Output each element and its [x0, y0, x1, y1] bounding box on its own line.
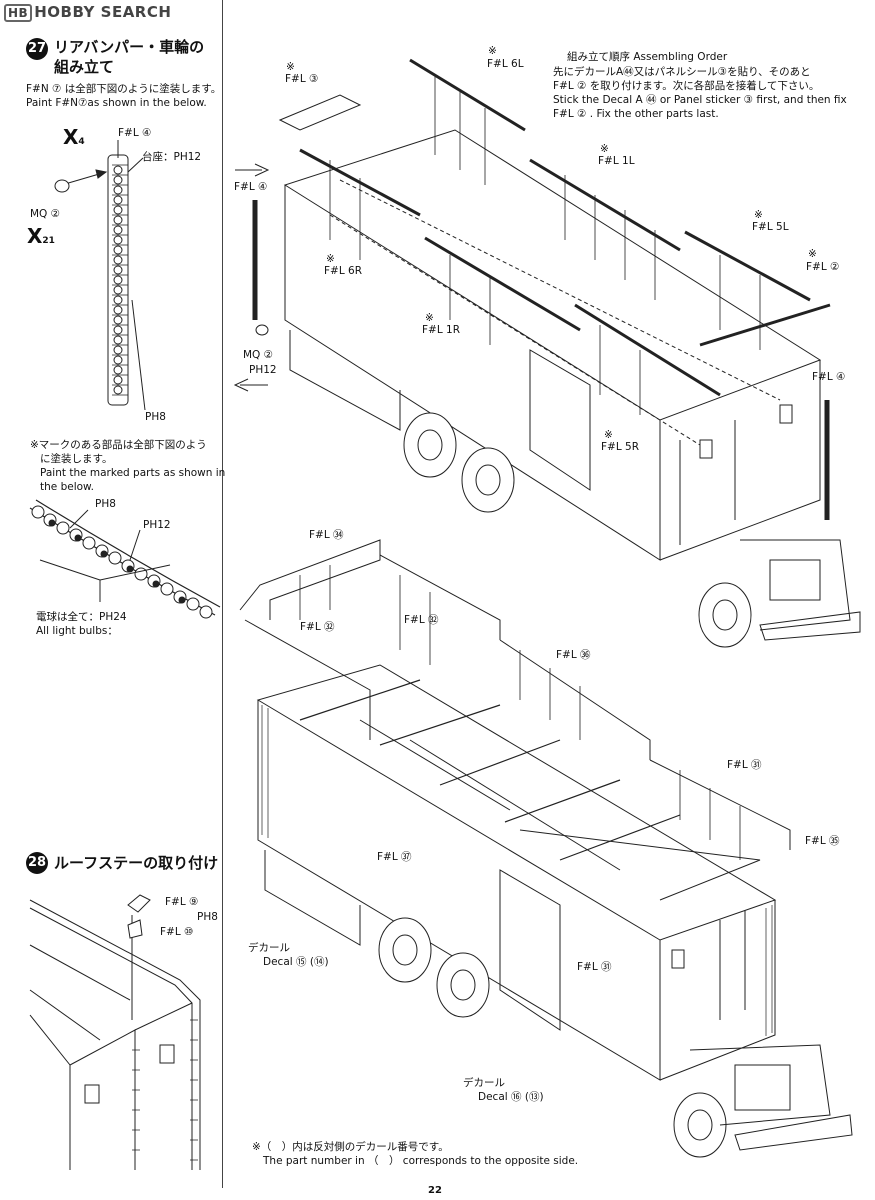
- bottom-label-fl32-top: F#L ㉜: [404, 614, 439, 626]
- light-strip-drawing: [54, 140, 146, 411]
- step-28-title: ルーフステーの取り付け: [54, 854, 219, 872]
- footnote-ja: ※（ ）内は反対側のデカール番号です。: [252, 1141, 449, 1153]
- bulb-label-ph8: PH8: [95, 498, 116, 510]
- step-28-label-fl9: F#L ⑨: [165, 896, 199, 908]
- top-label-mq2: MQ ②: [243, 349, 274, 361]
- bottom-label-fl37: F#L ㊲: [377, 851, 412, 863]
- top-label-fl4-left: F#L ④: [234, 181, 268, 193]
- decal-label-ja-2: デカール: [463, 1077, 505, 1089]
- top-asterisk-fl3: ※: [286, 61, 295, 73]
- top-asterisk-fl6r: ※: [326, 253, 335, 265]
- marked-parts-note-ja-2: に塗装します。: [40, 453, 113, 465]
- bottom-label-fl35: F#L ㉟: [805, 835, 840, 847]
- marked-parts-note-en-1: Paint the marked parts as shown in: [40, 467, 226, 479]
- assembling-order-ja-1: 先にデカールA㊹又はパネルシール③を貼り、そのあと: [553, 66, 811, 78]
- top-label-fl3: F#L ③: [285, 73, 319, 85]
- top-asterisk-fl2: ※: [808, 248, 817, 260]
- x-mark-top: X4: [63, 125, 85, 149]
- top-asterisk-fl1r: ※: [425, 312, 434, 324]
- trailer-top-drawing: [233, 58, 861, 648]
- bulb-label-all-en: All light bulbs：: [36, 625, 118, 637]
- top-label-fl5l: F#L 5L: [752, 221, 789, 233]
- step-27-label-pedestal: 台座：PH12: [142, 151, 202, 163]
- step-27-badge: 27: [26, 38, 48, 60]
- step-27-paint-note-en: Paint F#N⑦as shown in the below.: [26, 97, 207, 109]
- trailer-bottom-drawing: [239, 539, 853, 1158]
- footnote-en: The part number in （ ） corresponds to th…: [263, 1155, 579, 1167]
- roof-stay-drawing: [29, 894, 201, 1170]
- bottom-label-fl36: F#L ㊱: [556, 649, 591, 661]
- x-mark-bottom: X21: [27, 224, 55, 248]
- top-label-ph12: PH12: [249, 364, 277, 376]
- top-label-fl6l: F#L 6L: [487, 58, 524, 70]
- decal-label-en-1: Decal ⑮ (⑭): [263, 956, 329, 968]
- step-27-label-fl4: F#L ④: [118, 127, 152, 139]
- assembling-order-en-2: F#L ② . Fix the other parts last.: [553, 108, 719, 120]
- top-label-fl5r: F#L 5R: [601, 441, 640, 453]
- top-label-fl1r: F#L 1R: [422, 324, 461, 336]
- watermark-text: HOBBY SEARCH: [34, 3, 172, 21]
- step-27-title-line2: 組み立て: [54, 58, 115, 76]
- step-28-badge: 28: [26, 852, 48, 874]
- bottom-label-fl32-left: F#L ㉜: [300, 621, 335, 633]
- top-asterisk-fl5r: ※: [604, 429, 613, 441]
- bottom-label-fl31-bottom: F#L ㉛: [577, 961, 612, 973]
- top-asterisk-fl1l: ※: [600, 143, 609, 155]
- top-label-fl2: F#L ②: [806, 261, 840, 273]
- bulb-label-ph12: PH12: [143, 519, 171, 531]
- marked-parts-note-en-2: the below.: [40, 481, 94, 493]
- assembling-order-en-1: Stick the Decal A ㊹ or Panel sticker ③ f…: [553, 94, 847, 106]
- watermark-logo-box: HB: [4, 4, 33, 22]
- assembling-order-ja-2: F#L ② を取り付けます。次に各部品を接着して下さい。: [553, 80, 820, 92]
- column-divider: [222, 0, 223, 1188]
- decal-label-ja-1: デカール: [248, 942, 290, 954]
- assembling-order-title: 組み立て順序 Assembling Order: [567, 51, 728, 63]
- step-27-label-mq2: MQ ②: [30, 208, 61, 220]
- top-label-fl1l: F#L 1L: [598, 155, 635, 167]
- top-asterisk-fl5l: ※: [754, 209, 763, 221]
- top-asterisk-fl6l: ※: [488, 45, 497, 57]
- page-number: 22: [428, 1185, 442, 1196]
- bulb-label-all: 電球は全て：PH24: [36, 611, 127, 623]
- bulb-strip-drawing: [29, 499, 221, 619]
- marked-parts-note-ja-1: ※マークのある部品は全部下図のよう: [30, 439, 207, 451]
- bottom-label-fl34: F#L ㉞: [309, 529, 344, 541]
- top-label-fl6r: F#L 6R: [324, 265, 363, 277]
- decal-label-en-2: Decal ⑯ (⑬): [478, 1091, 544, 1103]
- step-28-label-fl10: F#L ⑩: [160, 926, 194, 938]
- step-27-title-line1: リアバンパー・車輪の: [54, 38, 205, 56]
- step-28-label-ph8: PH8: [197, 911, 218, 923]
- step-27-paint-note-ja: F#N ⑦ は全部下図のように塗装します。: [26, 83, 222, 95]
- step-27-label-ph8: PH8: [145, 411, 166, 423]
- top-label-fl4-right: F#L ④: [812, 371, 846, 383]
- bottom-label-fl31-top: F#L ㉛: [727, 759, 762, 771]
